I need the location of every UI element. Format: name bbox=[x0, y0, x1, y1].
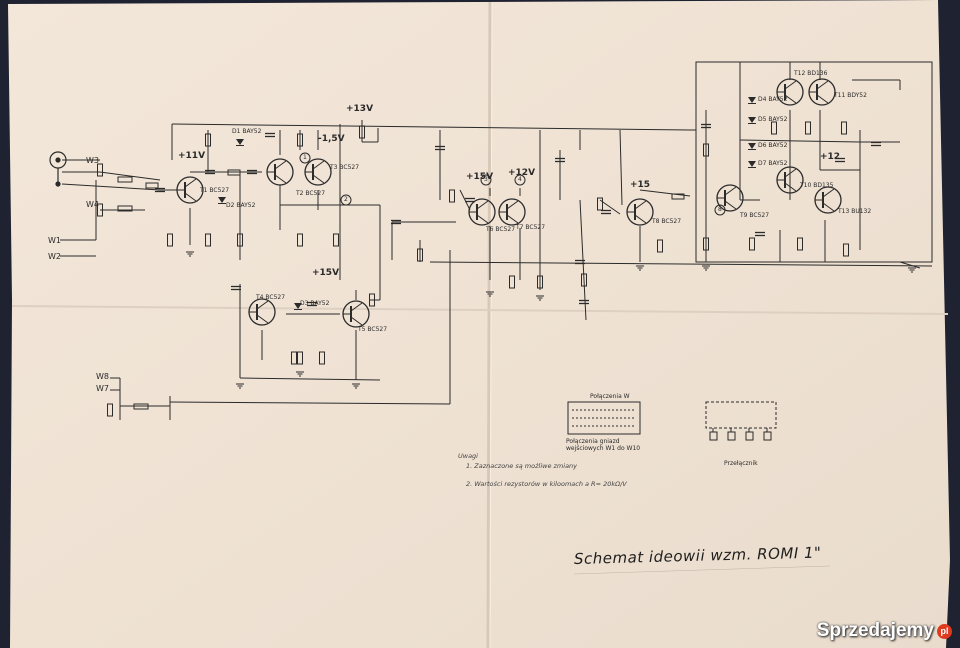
input-label-w3: W3 bbox=[86, 156, 99, 165]
transistor-label-t11: T11 BDY52 bbox=[834, 92, 867, 99]
node-label-6: 4 bbox=[518, 176, 522, 183]
transistor-label-t10: T10 BD135 bbox=[800, 182, 834, 189]
transistor-label-t5: T5 BC527 bbox=[358, 326, 388, 333]
watermark: Sprzedajemy pl bbox=[817, 620, 952, 642]
input-label-w1: W1 bbox=[48, 236, 61, 245]
notes-line-2: 2. Wartości rezystorów w kiloomach a R= … bbox=[466, 480, 627, 488]
node-label-3: 1 bbox=[303, 154, 307, 161]
transistor-label-t7: T7 BC527 bbox=[516, 224, 546, 231]
diode-label-d1: D1 BAY52 bbox=[232, 128, 262, 135]
legend-inputs-title: Połączenia W bbox=[590, 393, 630, 400]
watermark-badge-icon: pl bbox=[937, 623, 952, 639]
watermark-text: Sprzedajemy bbox=[816, 620, 934, 641]
input-label-w4: W4 bbox=[86, 200, 99, 209]
rail-label-15v-mid: +15V bbox=[466, 172, 494, 182]
rail-label-11v: +11V bbox=[178, 151, 206, 161]
legend-switch-caption: Przełącznik bbox=[724, 460, 758, 467]
node-label-4: 2 bbox=[344, 196, 348, 203]
transistor-label-t12: T12 BD136 bbox=[794, 70, 828, 77]
input-label-w7: W7 bbox=[96, 384, 109, 393]
transistor-label-t2: T2 BC527 bbox=[296, 190, 326, 197]
node-label-8: 8 bbox=[718, 206, 722, 213]
input-label-w8: W8 bbox=[96, 372, 109, 381]
rail-label-15-right: +15 bbox=[630, 180, 651, 190]
diode-label-d5: D5 BAY52 bbox=[758, 116, 788, 123]
rail-label-12v-mid: +12V bbox=[508, 168, 536, 178]
diode-label-d6: D6 BAY52 bbox=[758, 142, 788, 149]
notes-line-1: 1. Zaznaczone są możliwe zmiany bbox=[466, 462, 578, 470]
diode-label-d2: D2 BAY52 bbox=[226, 202, 256, 209]
diode-label-d4: D4 BAY52 bbox=[758, 96, 788, 103]
rail-label-neg15v: -1,5V bbox=[318, 134, 345, 144]
transistor-label-t13: T13 BU132 bbox=[838, 208, 872, 215]
notes-heading: Uwagi bbox=[458, 452, 478, 460]
rail-label-12-right: +12 bbox=[820, 152, 841, 162]
transistor-label-t6: T6 BC527 bbox=[486, 226, 516, 233]
transistor-label-t1: T1 BC527 bbox=[200, 187, 230, 194]
rail-label-15v-left: +15V bbox=[312, 268, 340, 278]
diode-label-d7: D7 BAY52 bbox=[758, 160, 788, 167]
node-label-5: 3 bbox=[484, 176, 488, 183]
input-label-w2: W2 bbox=[48, 252, 61, 261]
diode-label-d3: D3 BAY52 bbox=[300, 300, 330, 307]
transistor-label-t8: T8 BC527 bbox=[652, 218, 682, 225]
transistor-label-t4: T4 BC527 bbox=[256, 294, 286, 301]
legend-inputs-caption: Połączenia gniazd wejściowych W1 do W10 bbox=[566, 438, 641, 452]
transistor-label-t3: T3 BC527 bbox=[330, 164, 360, 171]
rail-label-13v: +13V bbox=[346, 104, 374, 114]
transistor-label-t9: T9 BC527 bbox=[740, 212, 770, 219]
